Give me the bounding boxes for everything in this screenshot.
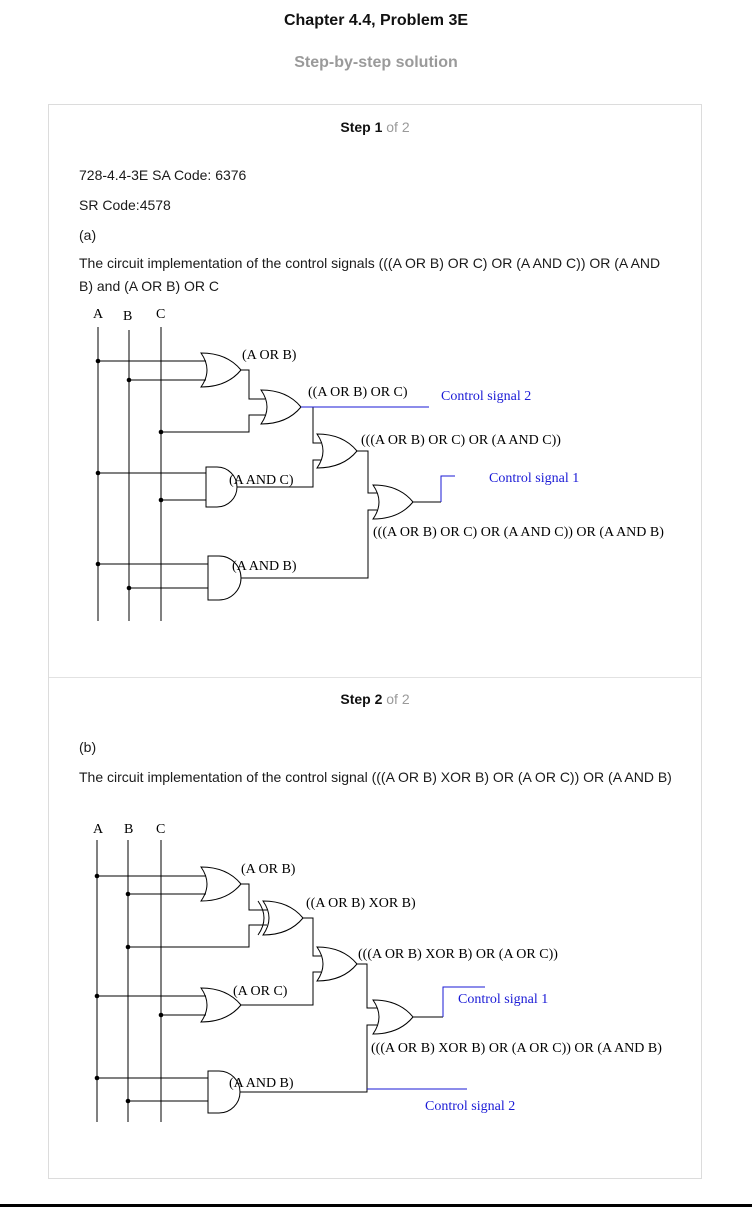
xor-gate-label: ((A OR B) XOR B) <box>306 896 416 911</box>
step-1-label: Step 1 <box>340 119 383 135</box>
step-1-sr-code: SR Code:4578 <box>79 197 171 213</box>
and-gate-2-label: (A AND B) <box>232 559 297 574</box>
input-c-label: C <box>156 822 165 837</box>
page-subtitle: Step-by-step solution <box>294 54 458 71</box>
step-1-part-label: (a) <box>79 227 97 243</box>
step-divider <box>49 677 701 678</box>
step-2-header: Step 2 of 2 <box>49 691 701 707</box>
or-gate-1-label: (A OR B) <box>242 348 297 363</box>
and-gate-1-label: (A AND C) <box>229 473 294 488</box>
or-gate-2-label: ((A OR B) OR C) <box>308 385 408 400</box>
step-2-label: Step 2 <box>340 691 383 707</box>
or-gate-4-label: (((A OR B) XOR B) OR (A OR C)) OR (A AND… <box>371 1041 662 1056</box>
step-1-count: of 2 <box>382 119 410 135</box>
control-signal-2-label: Control signal 2 <box>425 1099 515 1114</box>
or-gate-3-label: (((A OR B) XOR B) OR (A OR C)) <box>358 947 558 962</box>
circuit-diagram-b: A B C (A OR B) ((A OR B) XOR B) (((A OR … <box>93 822 662 1122</box>
page-title: Chapter 4.4, Problem 3E <box>283 12 469 29</box>
input-a-label: A <box>93 822 104 837</box>
input-a-label: A <box>93 307 104 322</box>
input-b-label: B <box>123 309 132 324</box>
control-signal-1-label: Control signal 1 <box>458 992 548 1007</box>
or-gate-1-label: (A OR B) <box>241 862 296 877</box>
or-gate-4-label: (((A OR B) OR C) OR (A AND C)) OR (A AND… <box>373 525 664 540</box>
or-gate-3-label: (((A OR B) OR C) OR (A AND C)) <box>361 433 561 448</box>
or-gate-ac-label: (A OR C) <box>233 984 288 999</box>
control-signal-1-label: Control signal 1 <box>489 471 579 486</box>
solution-card: Step 1 of 2 728-4.4-3E SA Code: 6376 SR … <box>48 104 702 1179</box>
step-2-part-label: (b) <box>79 739 97 755</box>
step-1-header: Step 1 of 2 <box>49 119 701 135</box>
step-2-description: The circuit implementation of the contro… <box>79 769 672 785</box>
input-c-label: C <box>156 307 165 322</box>
and-gate-label: (A AND B) <box>229 1076 294 1091</box>
step-1-description: The circuit implementation of the contro… <box>79 255 661 294</box>
step-2-count: of 2 <box>382 691 410 707</box>
circuit-diagram-a: A B C (A OR B) ((A OR B) OR C) (((A OR B… <box>93 307 664 621</box>
step-1-sa-code: 728-4.4-3E SA Code: 6376 <box>79 167 247 183</box>
control-signal-2-label: Control signal 2 <box>441 389 531 404</box>
page-bottom-rule <box>0 1204 752 1207</box>
input-b-label: B <box>124 822 133 837</box>
